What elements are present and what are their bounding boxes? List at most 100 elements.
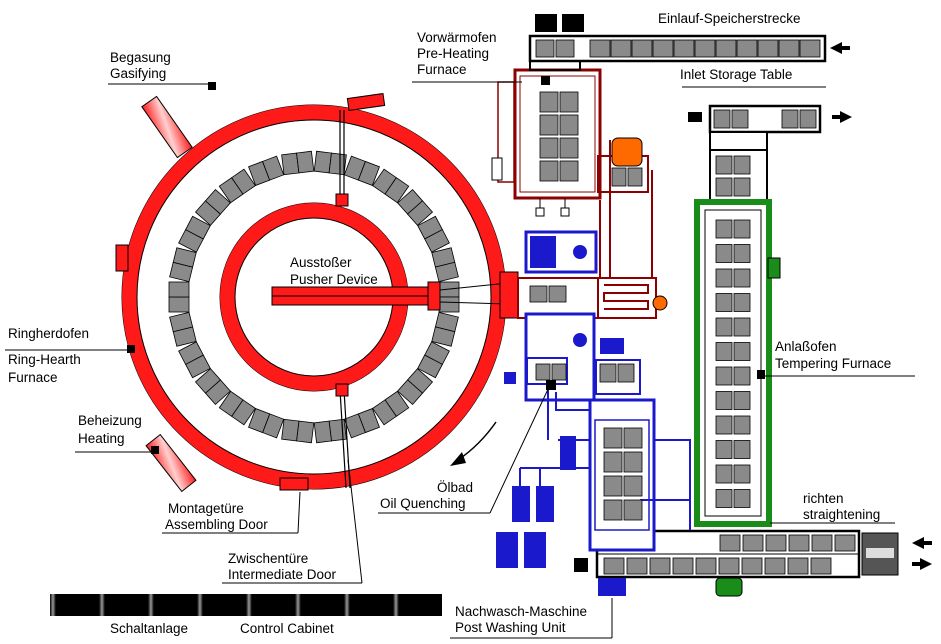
tray: [313, 150, 332, 174]
gasifying-unit: [141, 82, 216, 159]
tray: [765, 534, 787, 552]
tray: [623, 499, 643, 521]
tray: [757, 39, 779, 58]
tray: [781, 109, 799, 129]
cabinet-section: [197, 594, 246, 616]
postwash-label-de: Nachwasch-Maschine: [455, 604, 588, 619]
tray: [559, 91, 579, 113]
tray: [715, 464, 733, 484]
tray: [397, 379, 424, 405]
tray: [603, 451, 623, 473]
tray: [384, 177, 410, 204]
tray: [539, 137, 559, 159]
tray: [603, 427, 623, 449]
intermediate-label-de: Zwischentüre: [228, 551, 309, 566]
cabinet-section: [344, 594, 393, 616]
preheat-label-en1: Pre-Heating: [417, 46, 490, 61]
arrow-in-icon: [912, 537, 932, 549]
leader-lines: [5, 81, 915, 639]
intermediate-door-wall: [339, 389, 347, 489]
tray: [733, 293, 751, 312]
tray: [434, 261, 459, 283]
tray: [204, 189, 231, 215]
tray: [529, 285, 548, 303]
tray: [733, 366, 751, 386]
tray: [673, 39, 695, 58]
tray: [672, 557, 694, 575]
cabinet-section: [50, 594, 99, 616]
tray: [733, 342, 751, 361]
tray: [652, 39, 674, 58]
tray: [733, 415, 751, 435]
straightening-label-en: straightening: [803, 507, 881, 522]
inlet-label-de: Einlauf-Speicherstrecke: [658, 11, 801, 26]
heating-label-en: Heating: [78, 431, 125, 446]
tray: [733, 219, 751, 239]
ring-trays: [168, 150, 460, 444]
tray: [551, 363, 567, 381]
tray: [764, 557, 786, 575]
tray: [535, 363, 551, 381]
tray: [787, 557, 809, 575]
tray: [168, 281, 190, 298]
tray: [539, 91, 559, 113]
tray: [799, 109, 817, 129]
tray: [741, 557, 763, 575]
tray: [623, 427, 643, 449]
tray: [715, 440, 733, 459]
tray: [695, 557, 717, 575]
tray: [733, 440, 751, 459]
arrow-in-icon: [830, 42, 850, 54]
station-trays: [529, 39, 856, 575]
tray: [733, 317, 751, 337]
ring-hearth-marker: [127, 345, 135, 353]
tray: [733, 155, 751, 175]
preheat-label-de: Vorwärmofen: [417, 30, 497, 45]
tray: [713, 109, 731, 129]
tray: [357, 160, 380, 186]
tray: [599, 363, 617, 383]
tray: [555, 39, 575, 58]
tray: [623, 475, 643, 497]
tray: [715, 155, 733, 175]
tray: [172, 247, 197, 268]
tray: [731, 109, 749, 129]
tray: [218, 390, 244, 417]
tray: [733, 464, 751, 484]
tray: [406, 200, 434, 226]
tray: [535, 39, 555, 58]
tray: [715, 317, 733, 337]
rotation-arrow-icon: [450, 421, 497, 466]
tray: [719, 534, 741, 552]
tray: [733, 489, 751, 508]
tray: [603, 557, 625, 575]
tray: [559, 137, 579, 159]
tempering-furnace: [688, 104, 822, 527]
tray: [715, 244, 733, 263]
tray: [736, 39, 758, 58]
tray: [296, 150, 315, 174]
oilbath-label-en: Oil Quenching: [380, 496, 466, 511]
tray: [548, 285, 567, 303]
inlet-label-en: Inlet Storage Table: [680, 67, 793, 82]
arrow-out-icon: [912, 558, 932, 570]
tray: [617, 363, 635, 383]
tray: [169, 311, 194, 333]
door-fitting: [346, 92, 386, 112]
tray: [372, 399, 397, 426]
tray: [231, 168, 256, 195]
burner: [611, 137, 643, 167]
pusher-label-en: Pusher Device: [290, 272, 378, 287]
tray: [194, 368, 222, 394]
tray: [778, 39, 800, 58]
door-fitting: [115, 244, 129, 272]
assembling-door: [279, 477, 309, 491]
cabinet-section: [99, 594, 148, 616]
control-label-en: Control Cabinet: [240, 621, 334, 636]
arrow-out-icon: [832, 111, 852, 123]
assembly-label-en: Assembling Door: [165, 517, 268, 532]
cabinet-section: [246, 594, 295, 616]
pre-heating-furnace: [491, 68, 668, 319]
tray: [559, 160, 579, 182]
tray: [733, 244, 751, 263]
